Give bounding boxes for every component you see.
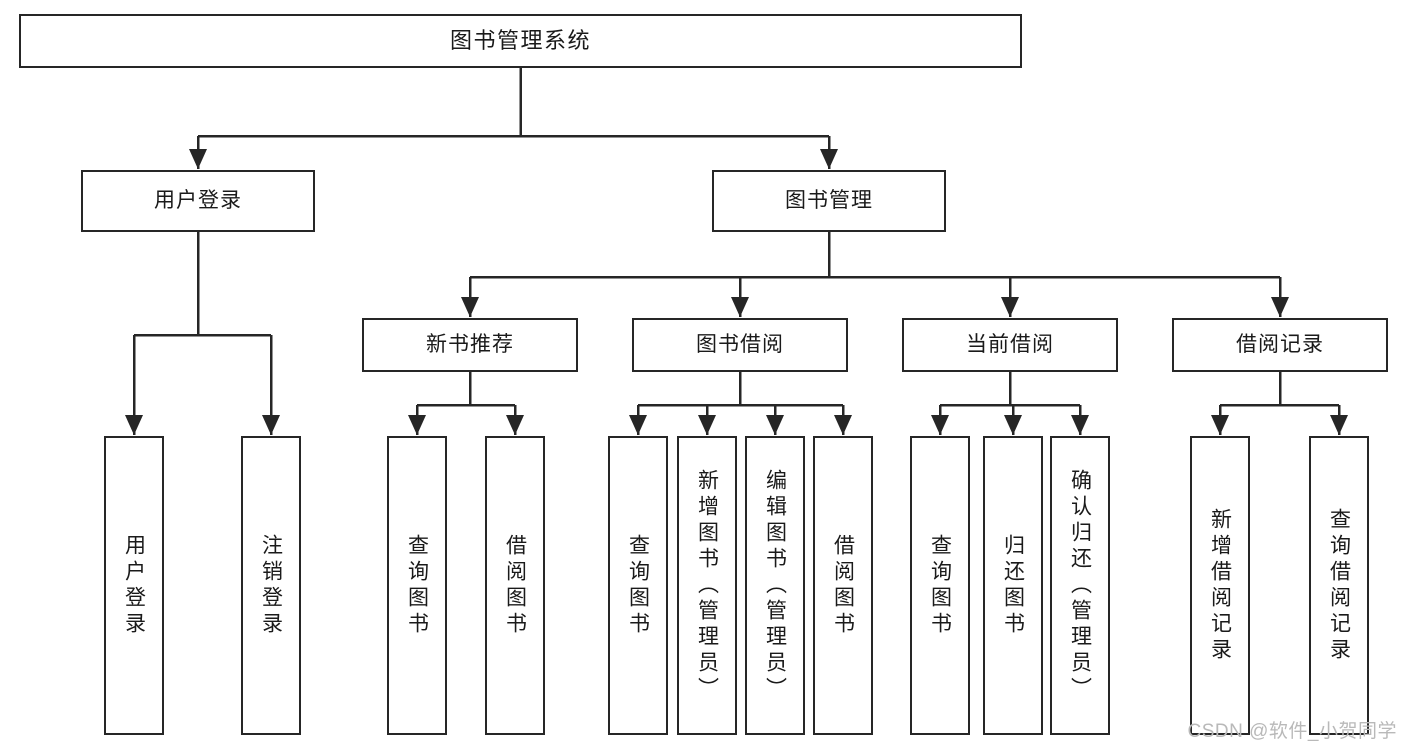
node-label: 借阅记录 <box>1236 333 1324 357</box>
node-label: 查询图书 <box>626 533 650 638</box>
node-l_q1[interactable]: 查询图书 <box>387 436 447 735</box>
arrowhead-icon <box>834 415 852 435</box>
node-l_b1[interactable]: 借阅图书 <box>485 436 545 735</box>
node-label: 新增图书（管理员） <box>695 468 719 703</box>
arrowhead-icon <box>698 415 716 435</box>
node-label: 图书借阅 <box>696 333 784 357</box>
node-label: 确认归还（管理员） <box>1068 468 1092 703</box>
arrowhead-icon <box>1330 415 1348 435</box>
node-l_edit[interactable]: 编辑图书（管理员） <box>745 436 805 735</box>
arrowhead-icon <box>1271 297 1289 317</box>
node-borrow[interactable]: 图书借阅 <box>632 318 848 372</box>
node-l_logout[interactable]: 注销登录 <box>241 436 301 735</box>
node-current[interactable]: 当前借阅 <box>902 318 1118 372</box>
node-label: 注销登录 <box>259 533 283 638</box>
node-records[interactable]: 借阅记录 <box>1172 318 1388 372</box>
node-login[interactable]: 用户登录 <box>81 170 315 232</box>
node-label: 查询图书 <box>405 533 429 638</box>
arrowhead-icon <box>1211 415 1229 435</box>
node-l_qrec[interactable]: 查询借阅记录 <box>1309 436 1369 735</box>
node-label: 用户登录 <box>154 189 242 213</box>
arrowhead-icon <box>1071 415 1089 435</box>
node-l_q2[interactable]: 查询图书 <box>608 436 668 735</box>
node-label: 查询图书 <box>928 533 952 638</box>
arrowhead-icon <box>931 415 949 435</box>
node-l_b2[interactable]: 借阅图书 <box>813 436 873 735</box>
node-label: 图书管理系统 <box>449 27 591 53</box>
node-root[interactable]: 图书管理系统 <box>19 14 1022 68</box>
arrowhead-icon <box>262 415 280 435</box>
arrowhead-icon <box>189 149 207 169</box>
node-l_login[interactable]: 用户登录 <box>104 436 164 735</box>
arrowhead-icon <box>408 415 426 435</box>
arrowhead-icon <box>629 415 647 435</box>
arrowhead-icon <box>461 297 479 317</box>
node-label: 借阅图书 <box>503 533 527 638</box>
node-label: 当前借阅 <box>966 333 1054 357</box>
node-label: 新增借阅记录 <box>1208 507 1232 664</box>
node-label: 查询借阅记录 <box>1327 507 1351 664</box>
arrowhead-icon <box>766 415 784 435</box>
node-newbook[interactable]: 新书推荐 <box>362 318 578 372</box>
arrowhead-icon <box>506 415 524 435</box>
arrowhead-icon <box>1001 297 1019 317</box>
node-l_ret[interactable]: 归还图书 <box>983 436 1043 735</box>
arrowhead-icon <box>820 149 838 169</box>
arrowhead-icon <box>731 297 749 317</box>
node-l_q3[interactable]: 查询图书 <box>910 436 970 735</box>
arrowhead-icon <box>1004 415 1022 435</box>
node-l_add[interactable]: 新增图书（管理员） <box>677 436 737 735</box>
node-label: 用户登录 <box>122 533 146 638</box>
node-label: 编辑图书（管理员） <box>763 468 787 703</box>
node-label: 归还图书 <box>1001 533 1025 638</box>
arrowhead-icon <box>125 415 143 435</box>
node-l_conf[interactable]: 确认归还（管理员） <box>1050 436 1110 735</box>
node-label: 新书推荐 <box>426 333 514 357</box>
node-label: 借阅图书 <box>831 533 855 638</box>
node-label: 图书管理 <box>785 189 873 213</box>
node-bookmgmt[interactable]: 图书管理 <box>712 170 946 232</box>
node-l_addrec[interactable]: 新增借阅记录 <box>1190 436 1250 735</box>
